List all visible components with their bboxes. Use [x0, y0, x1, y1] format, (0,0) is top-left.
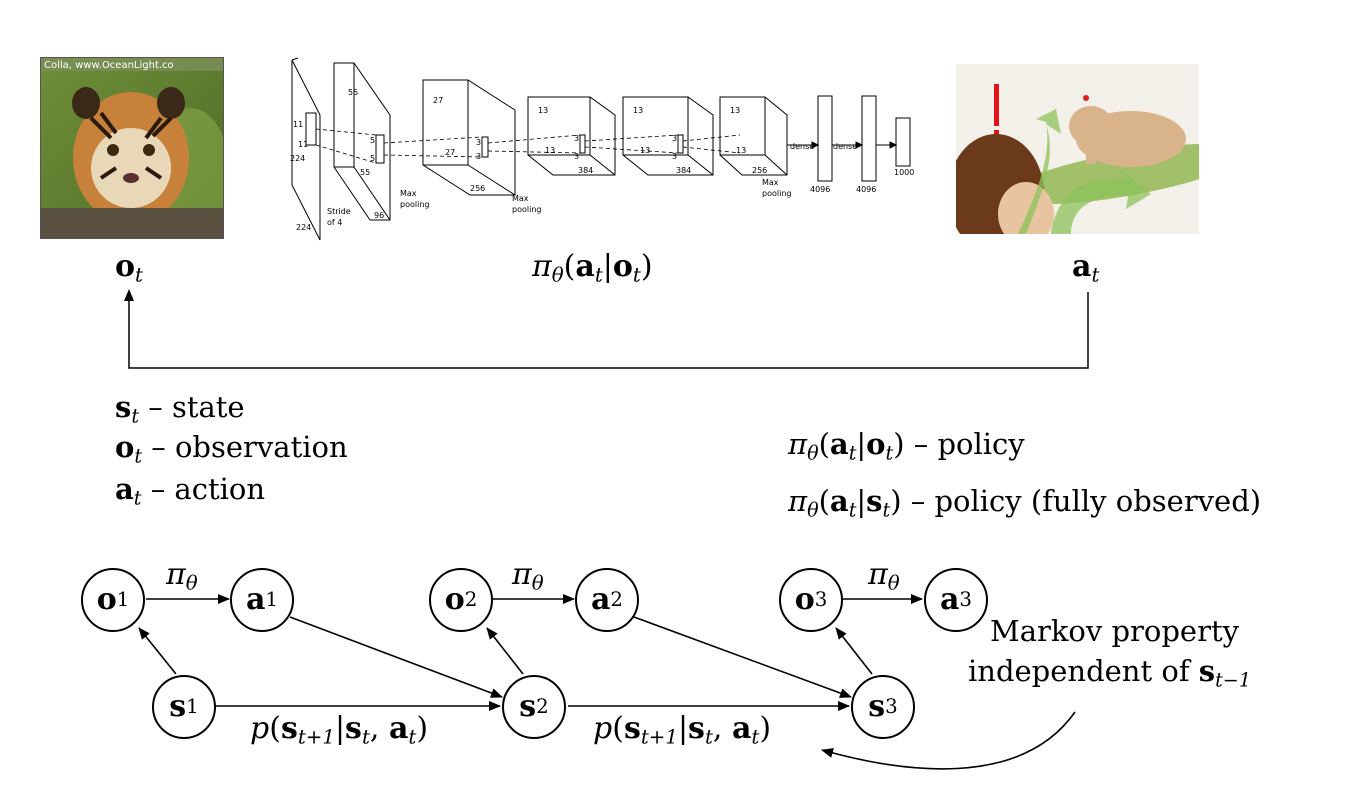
transition-label-2: p(st+1|st, at) [593, 711, 772, 749]
feedback-arrow-head [124, 289, 134, 301]
cnn-conv1-k2: 5 [370, 154, 375, 163]
exclamation-mark [994, 84, 999, 126]
cnn-pool3-2: pooling [762, 189, 791, 198]
cnn-conv2-k1: 3 [476, 138, 481, 147]
cnn-pool3-1: Max [762, 178, 779, 187]
cnn-pool2-1: Max [512, 194, 529, 203]
markov-line-1: Markov property [990, 614, 1239, 648]
transition-label-1: p(st+1|st, at) [250, 711, 429, 749]
cnn-conv2-k2: 3 [476, 152, 481, 161]
cnn-input-k1: 11 [293, 120, 303, 129]
action-image-art [956, 64, 1199, 234]
image-watermark: Colla, www.OceanLight.co [44, 60, 174, 71]
cnn-fc2-box [861, 95, 877, 182]
cnn-conv1-kernel [375, 134, 385, 164]
edge-s2-o2 [486, 627, 524, 675]
cnn-stride-2: of 4 [327, 218, 342, 227]
tiger-observation-image: Colla, www.OceanLight.co [40, 57, 224, 239]
cnn-svg: 11 11 224 224 55 55 96 5 5 Stride of 4 M… [290, 57, 914, 241]
cnn-conv3-d: 384 [578, 166, 593, 175]
cnn-dense2-label: dense [833, 142, 857, 151]
edge-a1-s2 [289, 616, 503, 698]
cnn-architecture-diagram: 11 11 224 224 55 55 96 5 5 Stride of 4 M… [290, 55, 920, 245]
cnn-input-w: 224 [296, 223, 311, 232]
cnn-conv4-w: 13 [640, 146, 650, 155]
cnn-fc3-size: 1000 [894, 168, 914, 177]
markov-line-2: independent of st−1 [968, 654, 1251, 692]
cnn-conv3-k1: 3 [574, 134, 579, 143]
edge-label-pi-2: πθ [512, 557, 544, 595]
cnn-pool2-2: pooling [512, 205, 541, 214]
legend-policy-full: πθ(at|st) – policy (fully observed) [788, 484, 1262, 522]
cnn-conv4-h: 13 [633, 106, 643, 115]
cnn-conv1-h: 55 [348, 88, 358, 97]
edge-s1-o1 [138, 627, 177, 675]
arrow-left-shape [1018, 109, 1061, 234]
cnn-conv1-w: 55 [360, 168, 370, 177]
cnn-stride-1: Stride [327, 207, 351, 216]
cnn-conv3-h: 13 [538, 106, 548, 115]
cnn-conv3-w: 13 [545, 146, 555, 155]
cnn-conv3-kernel [579, 134, 586, 154]
cnn-conv3-k2: 3 [574, 152, 579, 161]
cnn-conv4-k1: 3 [672, 134, 677, 143]
arrow-right-shape [1051, 169, 1151, 234]
edge-label-pi-3: πθ [868, 557, 900, 595]
edge-a2-s3 [633, 616, 852, 698]
cnn-input-h: 224 [290, 154, 305, 163]
cnn-input-k2: 11 [298, 140, 308, 149]
cnn-dense1-label: dense [790, 142, 814, 151]
policy-label: πθ(at|ot) [532, 249, 653, 287]
cnn-input-slab [291, 59, 321, 241]
cnn-conv2-h: 27 [433, 96, 443, 105]
legend-state: st – state [115, 390, 245, 428]
edge-label-pi-1: πθ [166, 557, 198, 595]
cnn-conv1-d: 96 [374, 211, 384, 220]
cnn-fc3-box [895, 117, 911, 167]
cnn-conv1-k1: 5 [370, 136, 375, 145]
cnn-pool1-2: pooling [400, 200, 429, 209]
feedback-arrow-line [128, 292, 1089, 369]
cnn-conv4-kernel [677, 134, 684, 154]
cnn-conv4-k2: 3 [672, 152, 677, 161]
cnn-fc1-size: 4096 [810, 185, 830, 194]
cnn-conv2-w: 27 [445, 148, 455, 157]
cnn-conv5-d: 256 [752, 166, 767, 175]
cnn-conv5-w: 13 [736, 146, 746, 155]
edge-s3-o3 [835, 627, 873, 675]
cnn-pool1-1: Max [400, 189, 417, 198]
cnn-conv5-h: 13 [730, 106, 740, 115]
cnn-conv2-d: 256 [470, 184, 485, 193]
cnn-fc2-size: 4096 [856, 185, 876, 194]
cnn-conv4-d: 384 [676, 166, 691, 175]
legend-policy: πθ(at|ot) – policy [788, 427, 1025, 465]
cnn-conv2-kernel [481, 136, 489, 158]
action-label: at [1072, 249, 1100, 287]
legend-observation: ot – observation [115, 430, 348, 468]
cnn-fc1-box [817, 95, 833, 182]
markov-curve-arrow [821, 711, 1076, 770]
legend-action: at – action [115, 472, 266, 510]
observation-label: ot [115, 249, 143, 287]
action-image [956, 64, 1199, 234]
tiger-image-art: Colla, www.OceanLight.co [41, 58, 223, 238]
